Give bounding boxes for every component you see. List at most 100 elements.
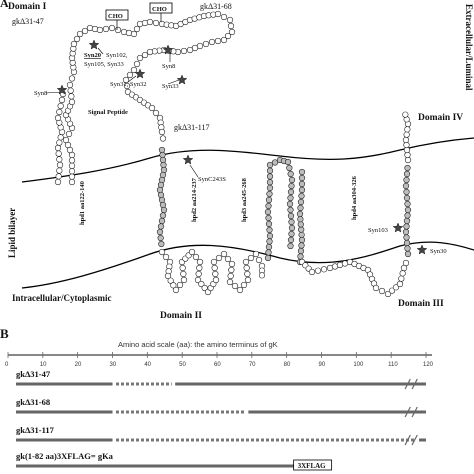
residue-bead [396,280,404,288]
residue-bead [198,280,205,288]
residue-bead [159,171,167,179]
residue-bead [258,272,266,279]
residue-bead [287,242,294,250]
residue-bead [146,18,154,26]
residue-bead [57,134,64,141]
domain-4-label: Domain IV [418,113,463,123]
residue-bead [266,179,274,186]
residue-bead [56,167,63,174]
residue-bead [157,181,165,189]
residue-bead [164,272,172,280]
residue-bead [228,28,236,36]
residue-bead [68,173,76,180]
residue-bead [55,173,62,180]
residue-bead [266,173,274,180]
residue-bead [114,26,122,34]
syn8-label-left: Syn8 [34,90,47,97]
residue-bead [192,253,200,261]
axis-break-mark [404,406,418,418]
residue-bead [404,200,411,208]
axis-break-mark [404,434,418,446]
residue-bead [297,216,304,223]
residue-bead [402,182,410,190]
residue-bead [298,226,305,233]
residue-bead [399,270,406,277]
residue-bead [271,159,279,166]
residue-bead [297,204,304,212]
residue-bead [73,35,81,43]
residue-bead [176,281,184,289]
residue-bead [68,178,76,186]
residue-bead [152,19,160,27]
residue-bead [398,275,405,282]
residue-bead [402,111,409,118]
cho-label-2: CHO [152,6,167,13]
residue-bead [201,284,208,292]
residue-bead [288,176,296,184]
cho-label-1: CHO [108,13,123,20]
residue-bead [244,270,251,278]
residue-bead [120,28,128,36]
domain-2-label: Domain II [160,311,202,321]
residue-bead [130,66,138,74]
residue-bead [266,161,274,169]
residue-bead [265,214,272,222]
residue-bead [157,223,165,230]
residue-bead [108,24,116,32]
residue-bead [152,109,160,117]
residue-bead [287,170,294,178]
scale-tick-label: 110 [388,362,398,368]
residue-bead [158,176,166,184]
residue-bead [167,277,174,284]
scale-tick-label: 120 [423,362,434,368]
residue-bead [68,157,76,164]
residue-bead [224,255,232,263]
residue-bead [220,36,228,44]
residue-bead [123,82,131,90]
mutation-star [134,68,146,79]
scale-tick-label: 50 [179,362,186,368]
residue-bead [265,243,273,251]
residue-bead [298,231,305,238]
residue-bead [403,131,410,138]
residue-bead [226,278,234,286]
residue-bead [287,236,295,244]
scale-tick-label: 70 [249,362,256,368]
residue-bead [308,268,316,276]
syn103-label: Syn103 [368,227,388,234]
residue-bead [214,37,222,45]
residue-bead [266,238,273,245]
syn102-label: Syn102, [106,52,128,59]
axis-break-mark [404,378,418,390]
residue-bead [392,284,400,291]
residue-bead [157,191,165,199]
membrane-outer-boundary [21,137,474,183]
residue-bead [56,161,64,169]
residue-bead [56,108,63,116]
residue-bead [96,26,104,34]
residue-bead [231,282,239,290]
residue-bead [180,270,187,278]
residue-bead [226,16,234,24]
residue-bead [402,228,410,236]
residue-bead [212,270,219,278]
residue-bead [247,254,255,262]
residue-bead [66,81,74,89]
residue-bead [157,234,164,242]
residue-bead [403,223,410,230]
residue-bead [133,60,141,68]
mutation-star [162,44,174,55]
residue-bead [298,180,306,188]
residue-bead [159,212,167,219]
residue-bead [402,136,410,144]
residue-bead [91,25,99,33]
scale-tick-label: 20 [75,362,82,368]
mutation-star [182,154,194,165]
residue-bead [288,230,295,238]
residue-bead [266,184,274,192]
residue-bead [403,170,411,178]
syn30-label: Syn30 [430,248,447,255]
residue-bead [159,201,167,209]
deletion-label-31-68: gkΔ31-68 [200,2,232,11]
